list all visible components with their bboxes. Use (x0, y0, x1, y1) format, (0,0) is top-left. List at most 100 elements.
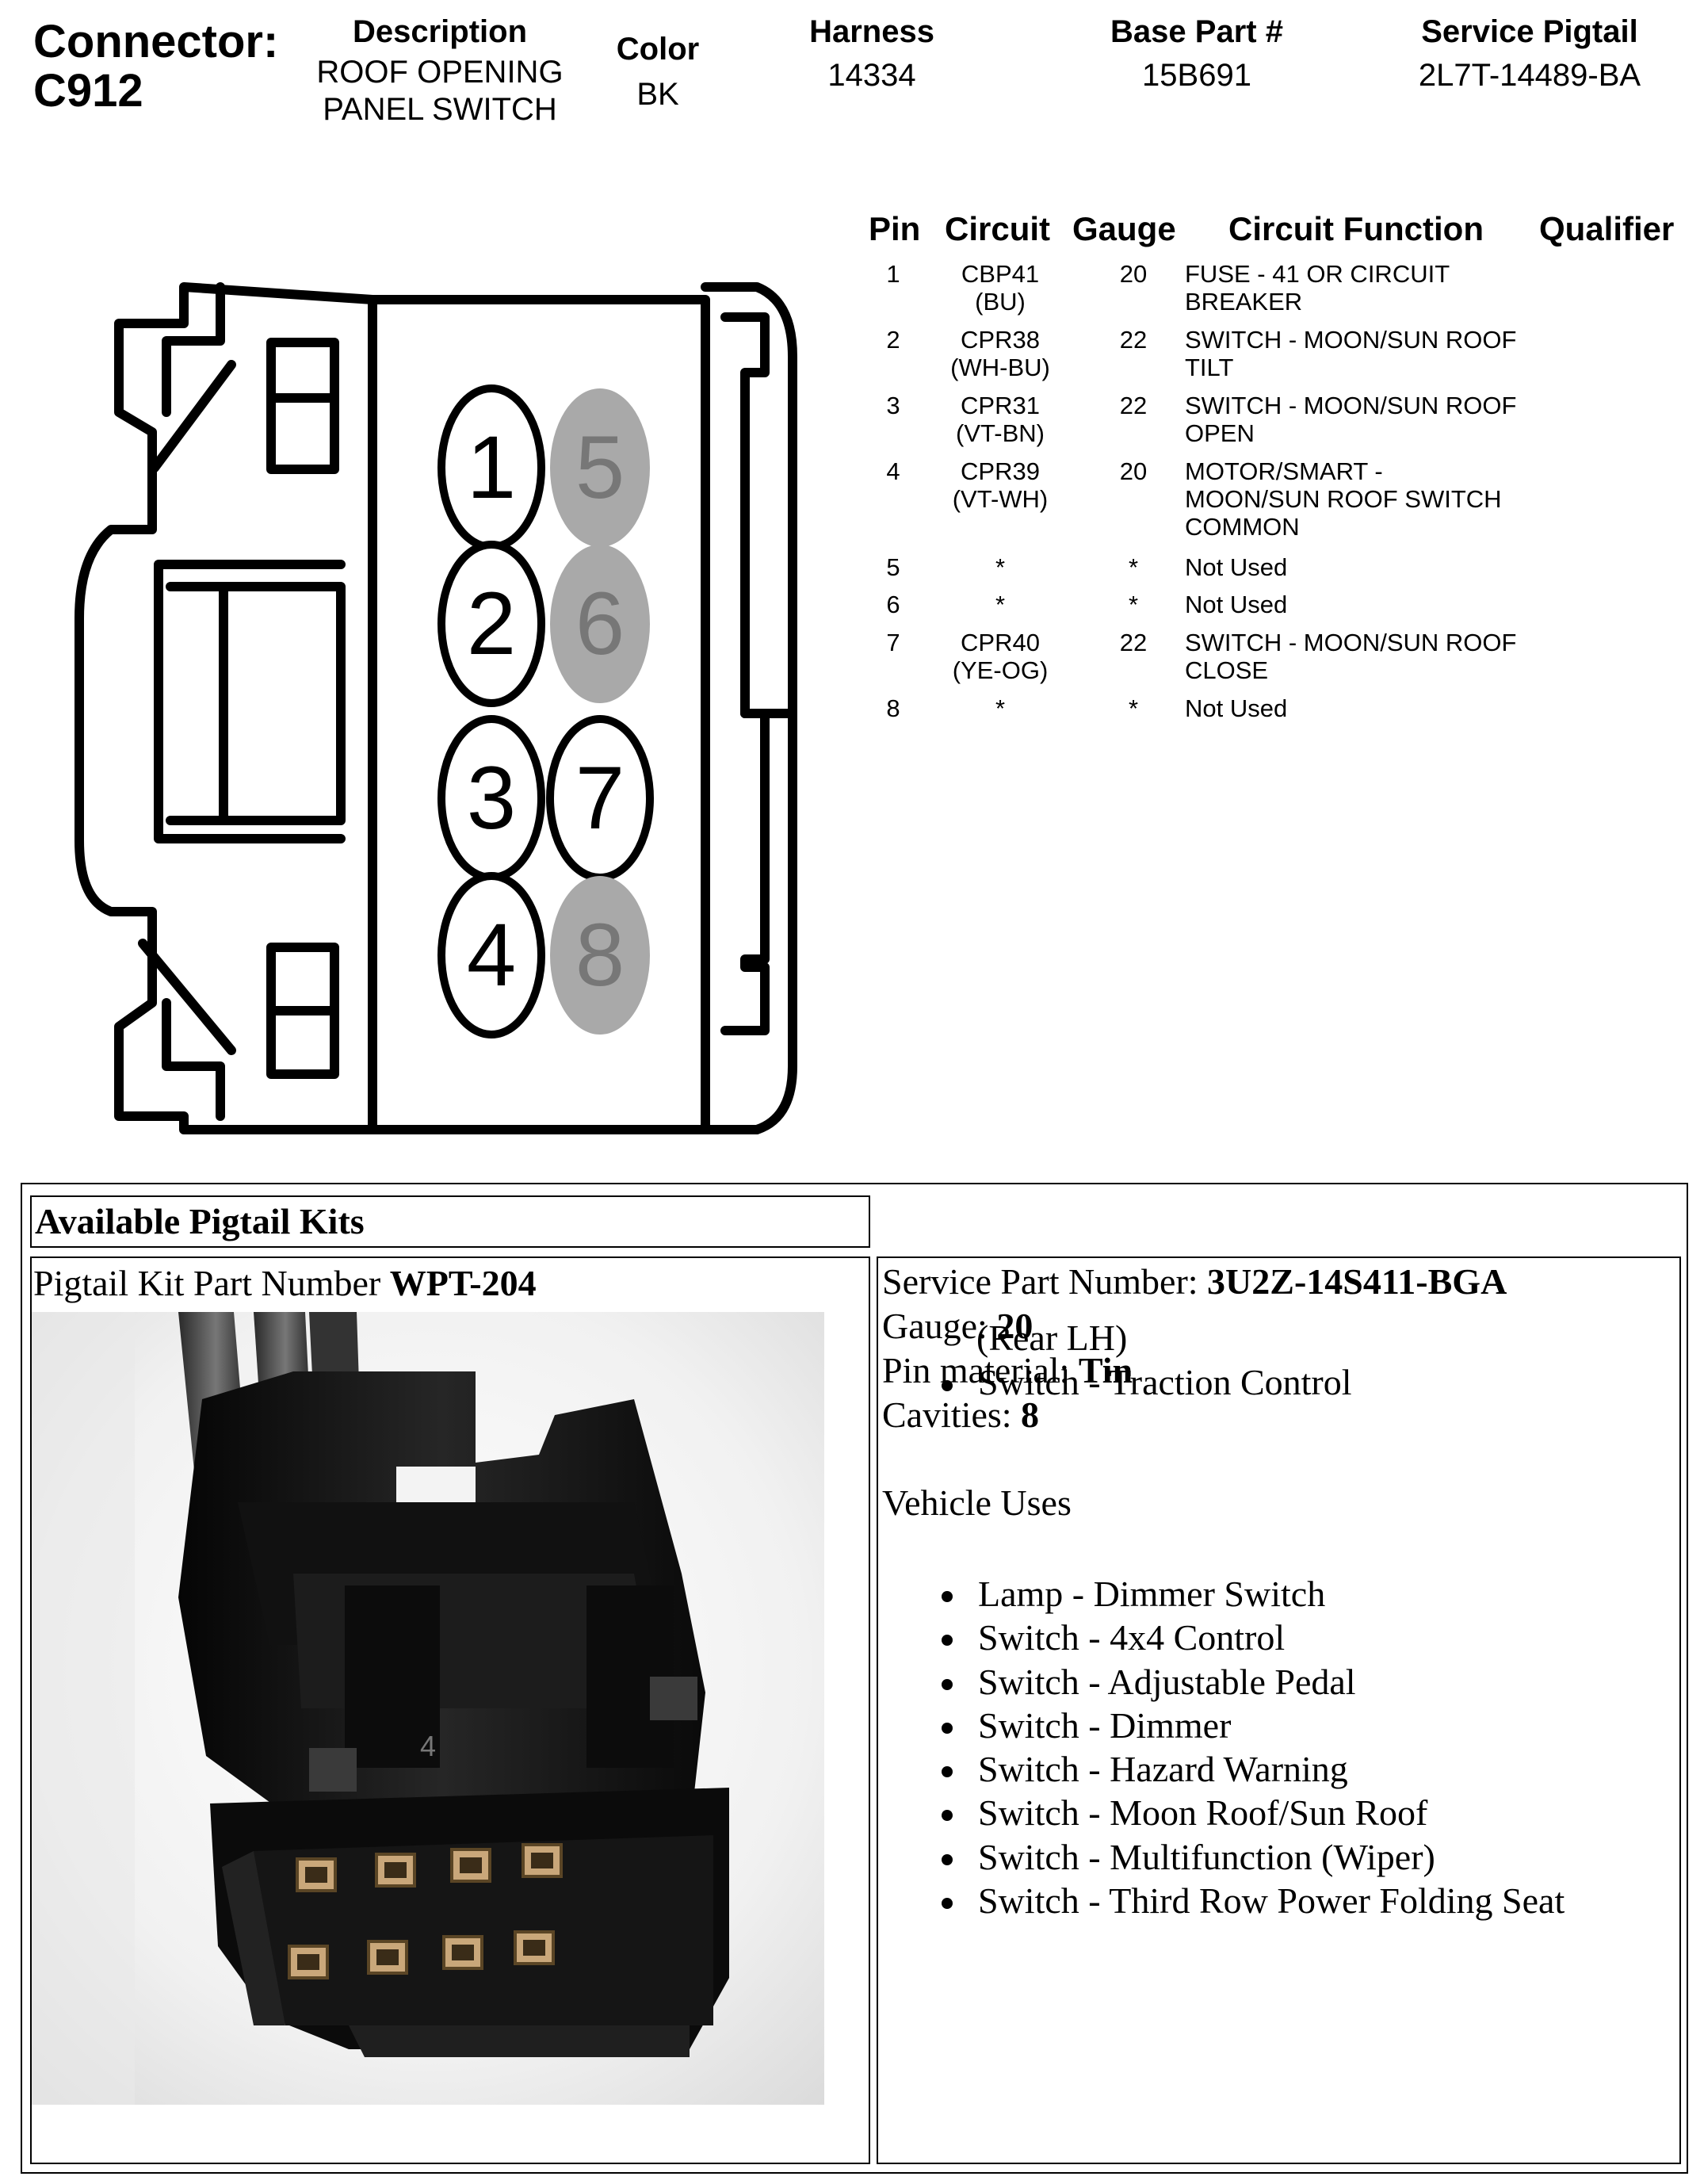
gauge-cell: 20 (1078, 260, 1189, 288)
harness-column: Harness 14334 (777, 14, 967, 94)
pin-cell-line: 1 (886, 260, 900, 288)
gauge-cell-line: 22 (1119, 392, 1148, 419)
photo-pin-hole (523, 1940, 545, 1956)
function-cell-line: TILT (1185, 354, 1234, 381)
circuit-cell-line: CPR40 (961, 629, 1040, 656)
circuit-cell-line: CPR39 (961, 457, 1040, 485)
pin-cell: 7 (858, 629, 929, 656)
circuit-cell: * (929, 553, 1072, 581)
service-part-number: 3U2Z-14S411-BGA (1207, 1261, 1507, 1302)
service-part-line: Service Part Number: 3U2Z-14S411-BGA (882, 1260, 1507, 1304)
circuit-cell-line: * (995, 591, 1006, 618)
pin-cavity-5 (550, 388, 650, 547)
pin-material-line: Pin material: Tin (882, 1348, 1133, 1393)
gauge-header: Gauge (1072, 210, 1176, 247)
vehicle-use-label: Lamp - Dimmer Switch (978, 1574, 1326, 1614)
photo-pin-hole (384, 1862, 407, 1878)
function-cell-line: Not Used (1185, 591, 1288, 618)
gauge-cell-line: * (1128, 694, 1139, 722)
photo-pin-hole (297, 1954, 319, 1970)
function-cell-line: MOON/SUN ROOF SWITCH (1185, 485, 1502, 513)
function-cell: Not Used (1185, 591, 1549, 618)
pin-cell-line: 5 (886, 553, 900, 581)
bullet-icon (942, 1678, 953, 1690)
bullet-icon (942, 1853, 953, 1865)
vehicle-uses-title: Vehicle Uses (882, 1482, 1072, 1523)
circuit-cell-line: (VT-BN) (956, 419, 1045, 447)
circuit-cell: CBP41(BU) (929, 260, 1072, 316)
description-line-1: ROOF OPENING (316, 55, 564, 90)
bullet-icon (942, 1810, 953, 1822)
pin-number-4: 4 (467, 905, 516, 1004)
base-part-column: Base Part # 15B691 (1062, 14, 1331, 94)
kit-photo-cell (30, 1256, 870, 2164)
function-cell-line: FUSE - 41 OR CIRCUIT (1185, 260, 1450, 288)
list-item: Switch - Third Row Power Folding Seat (942, 1879, 1565, 1922)
photo-pin (514, 1930, 555, 1965)
overlap-traction-control: Switch - Traction Control (942, 1360, 1352, 1405)
gauge-line: Gauge: 20 (882, 1304, 1033, 1348)
cavities-label: Cavities: (882, 1394, 1022, 1435)
vehicle-use-label: Switch - Multifunction (Wiper) (978, 1836, 1435, 1877)
bullet-icon (942, 1766, 953, 1778)
pin-cavity-6 (550, 545, 650, 703)
overlap-text-rear-lh: (Rear LH) (976, 1318, 1128, 1358)
cavities-line: Cavities: 8 (882, 1393, 1039, 1437)
list-item: Switch - Moon Roof/Sun Roof (942, 1791, 1565, 1834)
photo-pin-hole (460, 1857, 482, 1873)
pin-number-6: 6 (575, 574, 625, 673)
function-cell-line: SWITCH - MOON/SUN ROOF (1185, 392, 1517, 419)
function-cell: Not Used (1185, 694, 1549, 722)
description-line-2: PANEL SWITCH (323, 92, 557, 127)
circuit-cell: CPR39(VT-WH) (929, 457, 1072, 513)
pin-cell: 5 (858, 553, 929, 581)
gauge-label: Gauge: (882, 1306, 997, 1346)
function-cell-line: Not Used (1185, 694, 1288, 722)
service-pigtail-header: Service Pigtail (1421, 14, 1638, 49)
vehicle-use-label: Switch - Third Row Power Folding Seat (978, 1880, 1565, 1922)
circuit-cell-line: * (995, 553, 1006, 581)
circuit-cell: CPR38(WH-BU) (929, 326, 1072, 381)
circuit-cell-line: * (995, 694, 1006, 722)
gauge-cell-line: 22 (1119, 629, 1148, 656)
circuit-cell-line: CPR38 (961, 326, 1040, 354)
list-item: Switch - Hazard Warning (942, 1747, 1565, 1791)
function-cell-line: SWITCH - MOON/SUN ROOF (1185, 326, 1517, 354)
service-pigtail-column: Service Pigtail 2L7T-14489-BA (1379, 14, 1680, 94)
gauge-cell-line: 20 (1119, 457, 1148, 485)
bullet-icon (942, 1380, 953, 1392)
vehicle-use-label: Switch - Adjustable Pedal (978, 1661, 1356, 1702)
circuit-cell: * (929, 694, 1072, 722)
pin-number-7: 7 (575, 748, 625, 847)
service-part-label: Service Part Number: (882, 1261, 1208, 1302)
base-part-value: 15B691 (1142, 58, 1251, 93)
gauge-cell: * (1078, 694, 1189, 722)
function-header: Circuit Function (1228, 210, 1484, 247)
bullet-icon (942, 1722, 953, 1734)
harness-value: 14334 (827, 58, 916, 93)
list-item: Switch - Adjustable Pedal (942, 1660, 1565, 1704)
connector-id: C912 (33, 65, 143, 117)
gauge-cell: 22 (1078, 629, 1189, 656)
gauge-cell-line: * (1128, 553, 1139, 581)
function-cell-line: SWITCH - MOON/SUN ROOF (1185, 629, 1517, 656)
circuit-cell: * (929, 591, 1072, 618)
pin-cell: 8 (858, 694, 929, 722)
photo-pin-hole (376, 1949, 399, 1965)
pin-cavity-2 (437, 541, 545, 707)
bullet-icon (942, 1635, 953, 1647)
circuit-cell-line: (VT-WH) (952, 485, 1049, 513)
pin-cell: 3 (858, 392, 929, 419)
pin-cell-line: 7 (886, 629, 900, 656)
pin-cell: 2 (858, 326, 929, 354)
color-value: BK (636, 77, 679, 112)
gauge-cell-line: * (1128, 591, 1139, 618)
description-column: Description ROOF OPENING PANEL SWITCH (285, 14, 594, 128)
kit-part-label: Pigtail Kit Part Number (33, 1263, 390, 1303)
list-item: Switch - 4x4 Control (942, 1616, 1565, 1659)
pin-number-3: 3 (467, 748, 516, 847)
pin-header: Pin (869, 210, 921, 247)
